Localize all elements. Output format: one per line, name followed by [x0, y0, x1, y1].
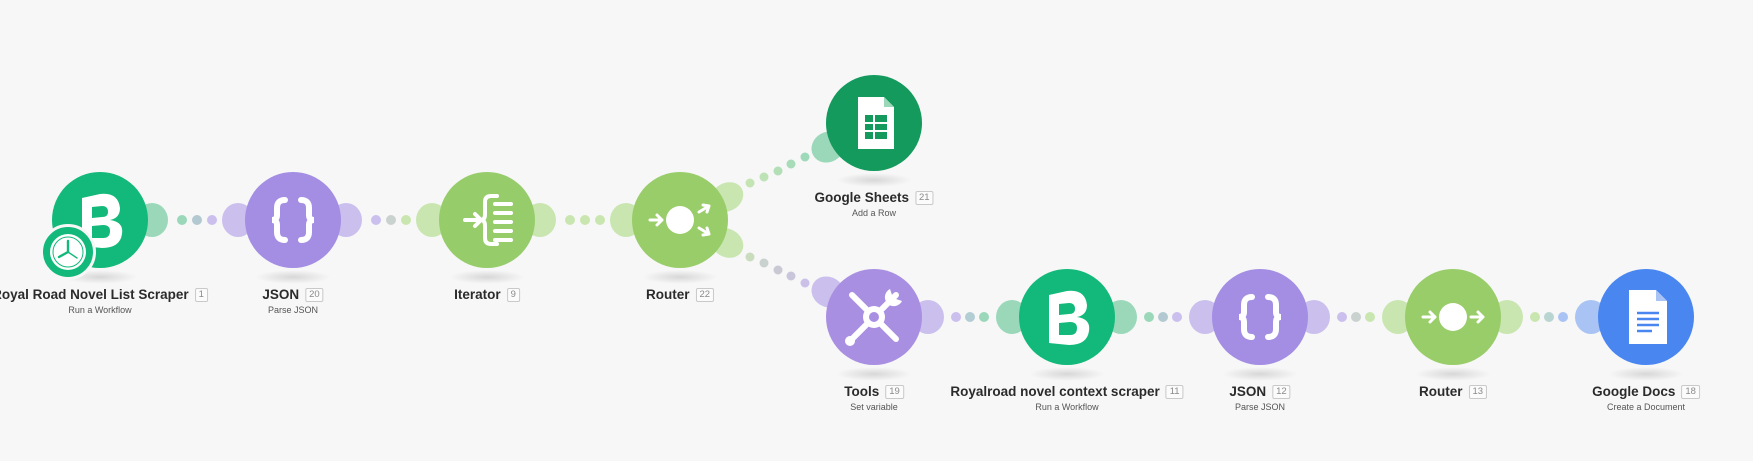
module-tools[interactable] [826, 269, 922, 381]
module-title: Iterator [454, 287, 501, 302]
module-label: Royal Road Novel List Scraper 1 Run a Wo… [0, 287, 208, 315]
module-label: Google Docs 18 Create a Document [1592, 384, 1700, 412]
module-title: Google Sheets [814, 190, 909, 205]
module-label: Google Sheets 21 Add a Row [814, 190, 934, 218]
link-n4-n6[interactable] [745, 252, 810, 288]
schedule-clock-icon[interactable] [40, 224, 96, 280]
module-number-badge: 13 [1468, 384, 1488, 399]
module-iterator[interactable] [439, 172, 535, 284]
module-label: JSON 12 Parse JSON [1229, 384, 1291, 412]
module-number-badge: 21 [914, 190, 934, 205]
module-label: Tools 19 Set variable [844, 384, 904, 412]
link-n3-n4[interactable] [565, 215, 605, 225]
module-number-badge: 9 [506, 287, 520, 302]
module-label: Royalroad novel context scraper 11 Run a… [950, 384, 1184, 412]
json-braces-icon [1238, 294, 1282, 340]
module-title: JSON [262, 287, 300, 302]
router-icon [1421, 303, 1485, 331]
module-label: Router 22 [645, 287, 715, 302]
module-action: Parse JSON [267, 305, 318, 315]
module-title: Router [645, 287, 690, 302]
module-number-badge: 20 [305, 287, 324, 302]
module-number-badge: 12 [1272, 384, 1291, 399]
link-n6-n7[interactable] [951, 312, 989, 322]
module-google-sheets[interactable] [826, 75, 922, 187]
link-n1-n2[interactable] [177, 215, 217, 225]
module-action: Run a Workflow [68, 305, 132, 315]
module-number-badge: 19 [885, 384, 904, 399]
module-action: Parse JSON [1234, 402, 1285, 412]
tools-icon [845, 289, 902, 346]
module-number-badge: 1 [194, 287, 208, 302]
module-number-badge: 18 [1681, 384, 1700, 399]
module-royalroad-novel-context-scraper[interactable] [1019, 269, 1115, 381]
module-title: Router [1418, 384, 1463, 399]
module-google-docs[interactable] [1598, 269, 1694, 381]
module-title: Royal Road Novel List Scraper [0, 287, 189, 302]
module-router-secondary[interactable] [1405, 269, 1501, 381]
iterator-icon [463, 194, 513, 246]
module-action: Set variable [850, 402, 898, 412]
make-scenario-icon [1049, 290, 1090, 345]
json-braces-icon [271, 197, 315, 243]
google-sheets-icon [858, 97, 894, 149]
module-label: JSON 20 Parse JSON [262, 287, 324, 315]
module-json-parse-2[interactable] [1212, 269, 1308, 381]
link-n7-n8[interactable] [1144, 312, 1182, 322]
module-action: Add a Row [851, 208, 897, 218]
module-number-badge: 11 [1165, 384, 1184, 399]
module-title: Google Docs [1592, 384, 1676, 399]
module-number-badge: 22 [695, 287, 715, 302]
module-action: Run a Workflow [1035, 402, 1099, 412]
module-label: Iterator 9 [454, 287, 520, 302]
link-n8-n9[interactable] [1337, 312, 1375, 322]
module-router-main[interactable] [632, 172, 728, 284]
module-title: JSON [1229, 384, 1267, 399]
module-title: Royalroad novel context scraper [950, 384, 1160, 399]
module-title: Tools [844, 384, 880, 399]
make-scenario-icon [82, 193, 123, 248]
module-label: Router 13 [1418, 384, 1488, 399]
link-n4-n5[interactable] [745, 152, 810, 188]
module-json-parse[interactable] [245, 172, 341, 284]
google-docs-icon [1629, 290, 1667, 344]
link-n9-n10[interactable] [1530, 312, 1568, 322]
router-icon [648, 203, 711, 237]
module-action: Create a Document [1606, 402, 1686, 412]
link-n2-n3[interactable] [371, 215, 411, 225]
